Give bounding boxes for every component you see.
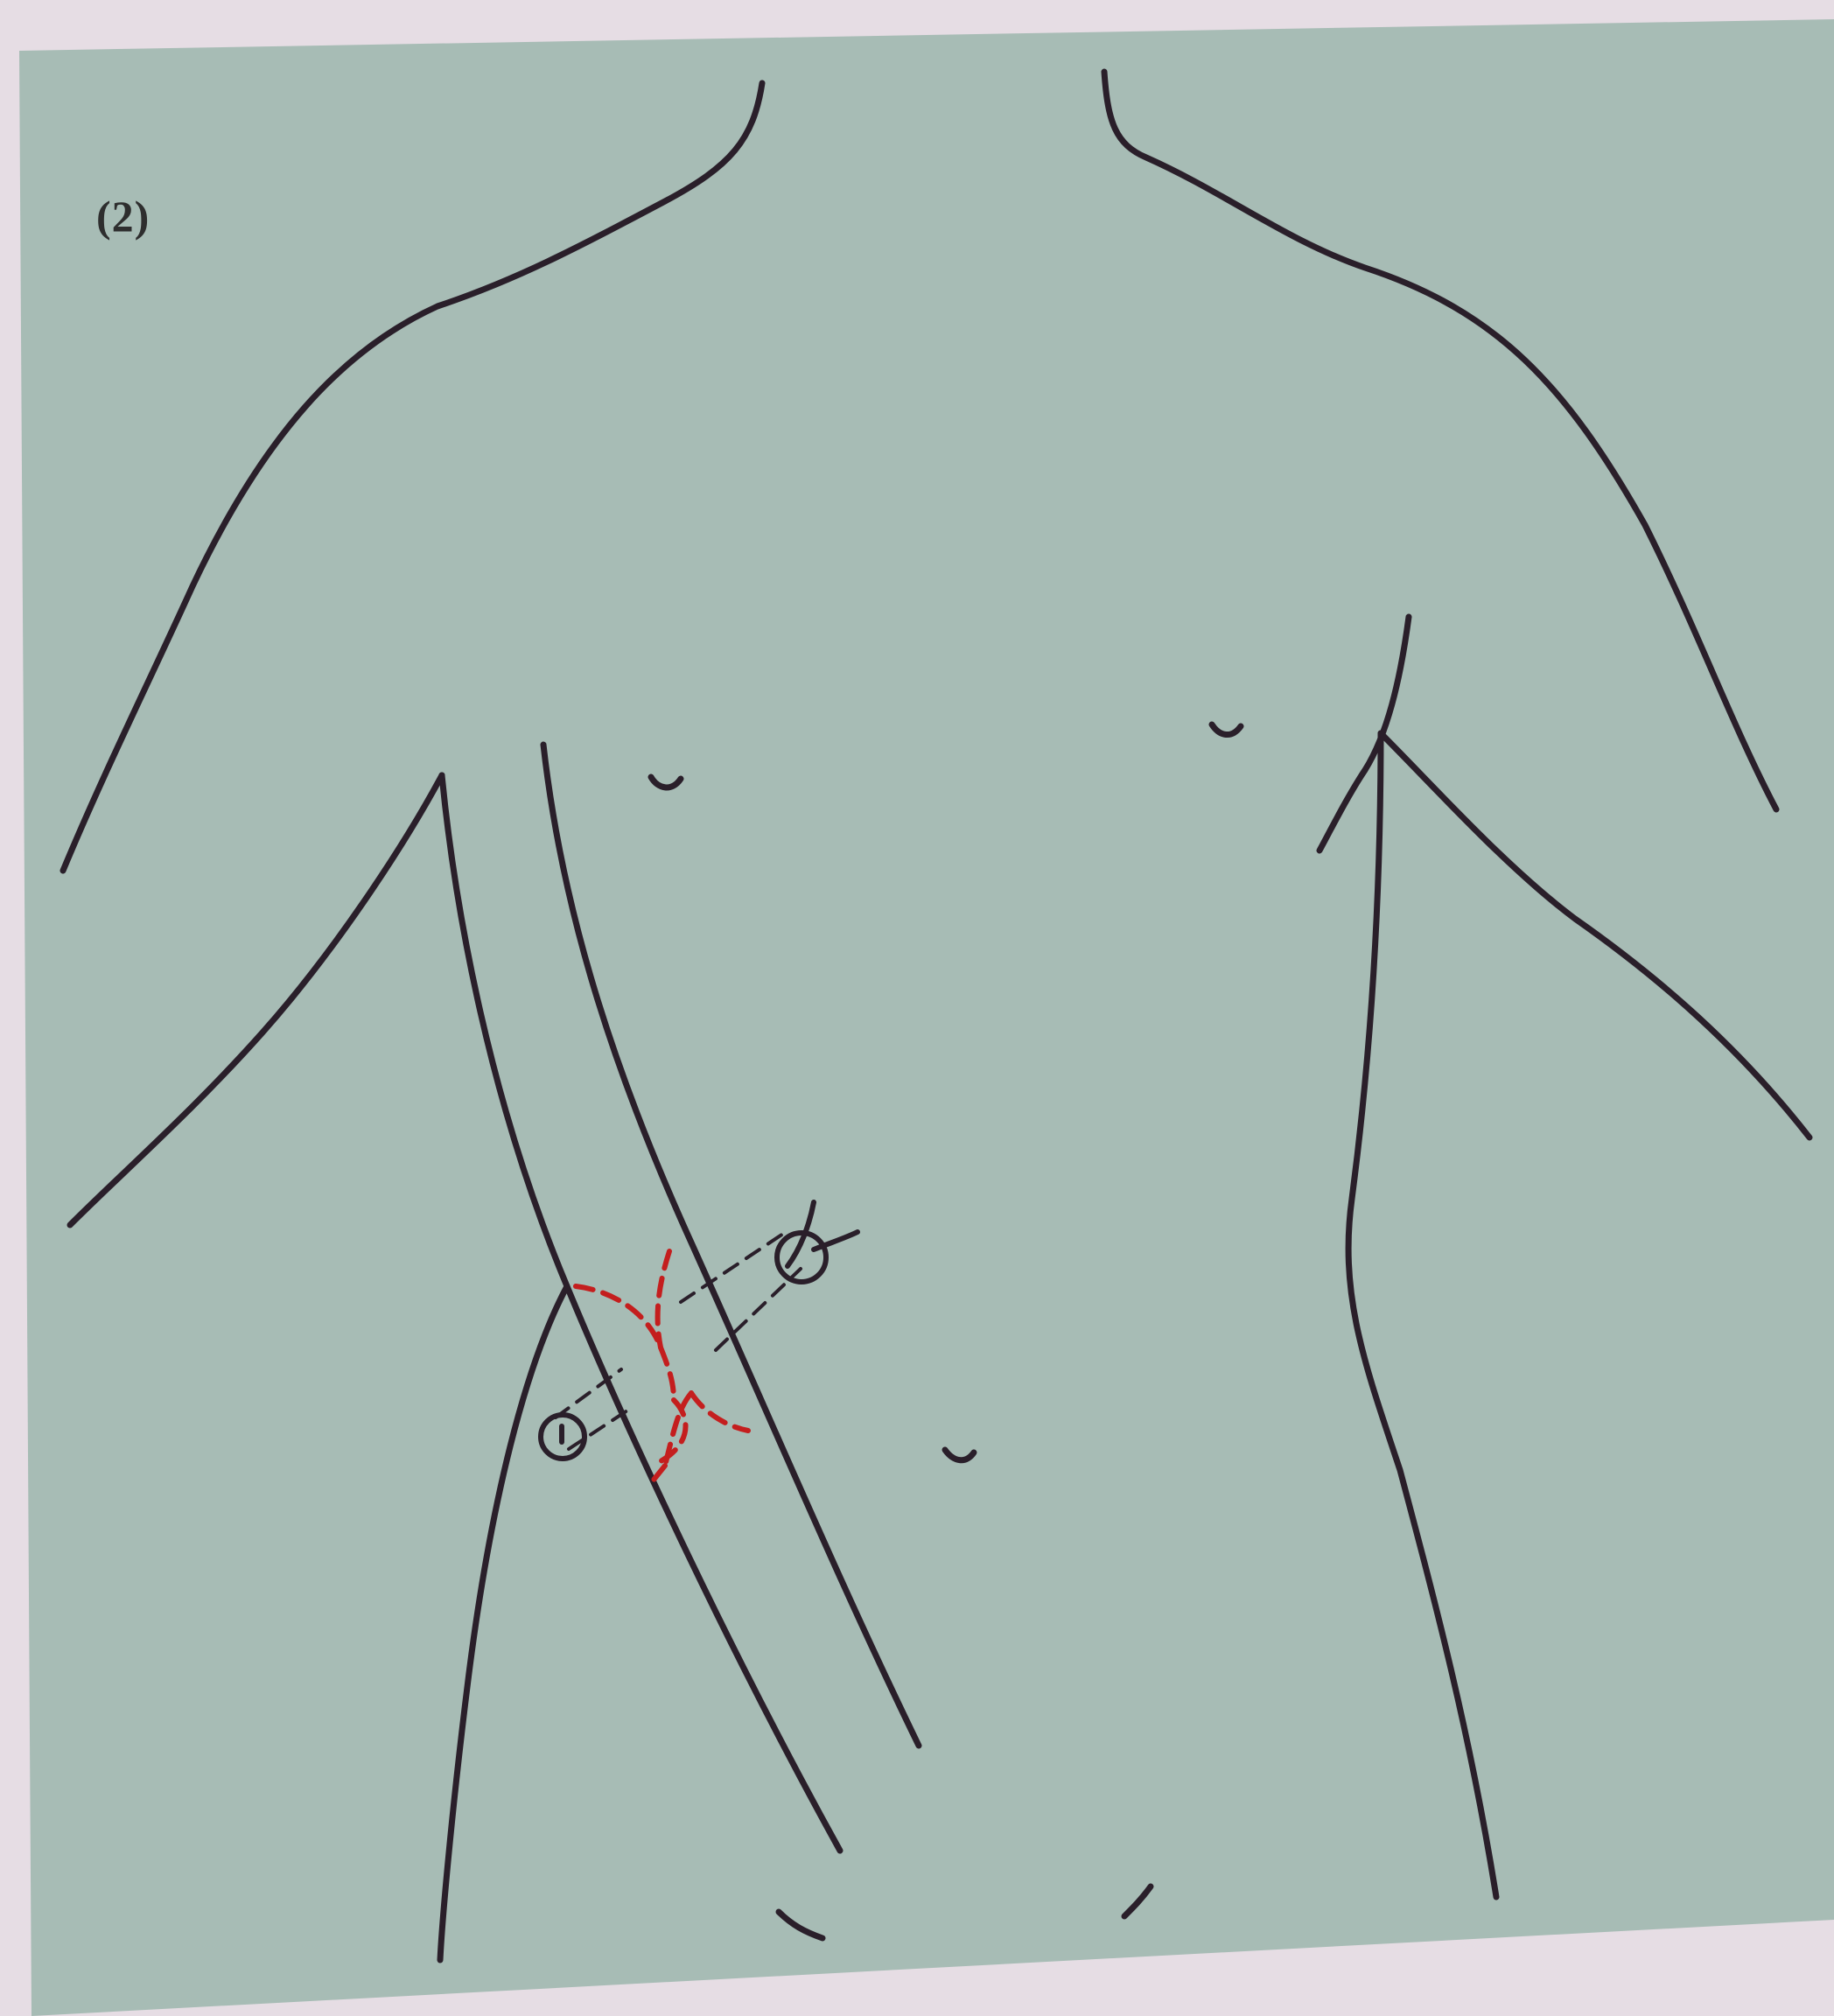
figure-label: (2) [96, 191, 150, 242]
figure-panel [19, 19, 1834, 2016]
